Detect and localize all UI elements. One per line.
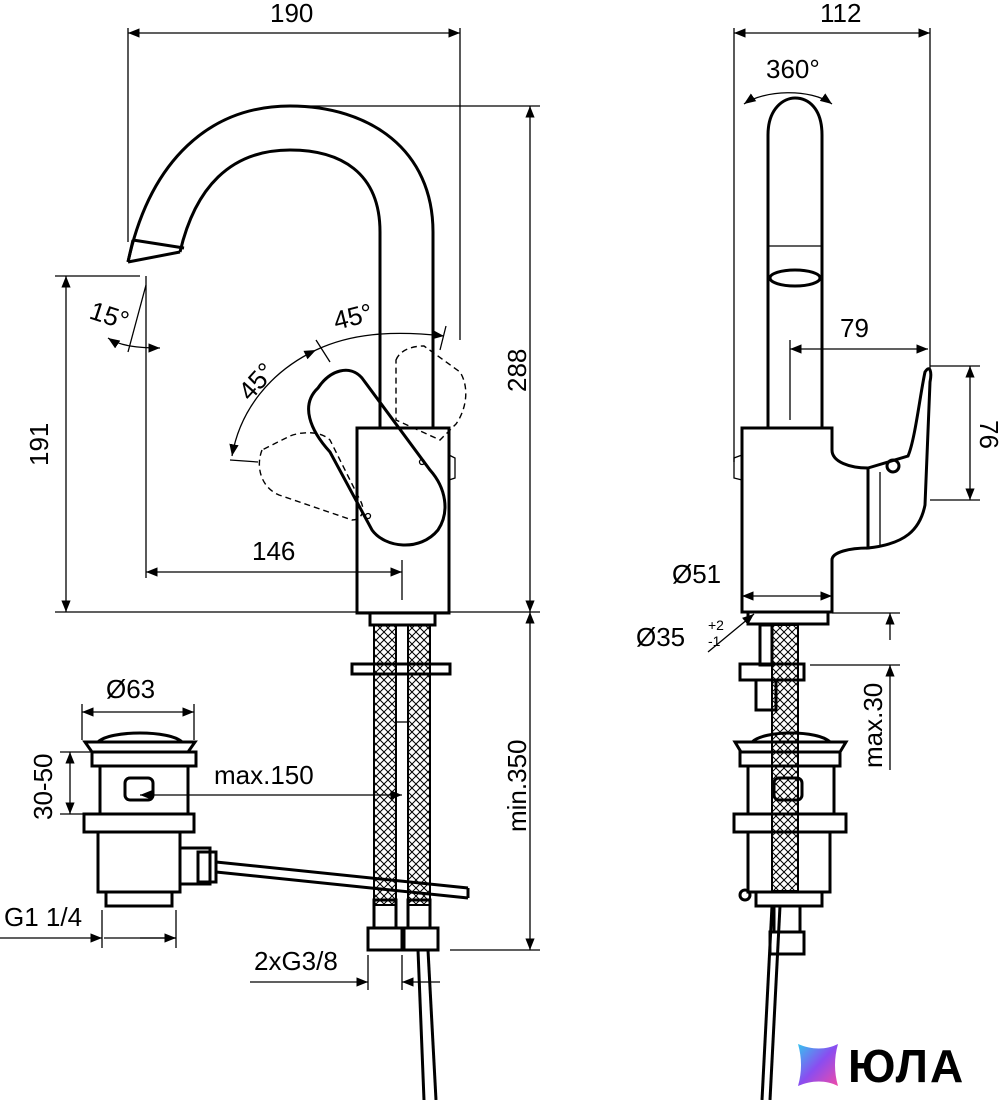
dim-height-overall: 288	[502, 349, 532, 392]
dim-rod-length: max.150	[214, 760, 314, 790]
dim-hose-thread: 2xG3/8	[254, 946, 338, 976]
dim-spout-reach: 146	[252, 536, 295, 566]
dim-hole-tol-upper: +2	[708, 617, 724, 633]
side-body	[740, 426, 870, 614]
dim-lever-height: 76	[974, 420, 1004, 449]
spout-outline	[126, 104, 435, 428]
hose-right	[407, 624, 431, 906]
dim-lever-angle-right: 45°	[330, 297, 375, 336]
lever-ghost-right	[395, 345, 467, 441]
faucet-body	[355, 426, 451, 615]
drain-assembly	[82, 731, 470, 908]
dim-drain-thread: G1 1/4	[4, 902, 82, 932]
dim-rotation: 360°	[766, 54, 820, 84]
dim-hole-diameter: Ø35	[636, 622, 685, 652]
dim-base-diameter: Ø51	[672, 559, 721, 589]
brand-logo: ЮЛА	[798, 1040, 965, 1092]
front-view: 190 288 191 146 15° 45° 45° min.350	[0, 0, 540, 1100]
lever	[307, 368, 447, 547]
dim-drain-height: 30-50	[28, 754, 58, 821]
dim-drain-diameter: Ø63	[106, 674, 155, 704]
dim-spout-tilt: 15°	[86, 295, 133, 336]
logo-text: ЮЛА	[848, 1040, 965, 1092]
side-view: 112 360° 79 76 Ø51 Ø35 +2 -1 max.30	[636, 0, 1004, 1100]
dim-lever-angle-left: 45°	[232, 357, 281, 406]
side-spout	[766, 96, 824, 428]
dim-hole-tol-lower: -1	[708, 633, 721, 649]
side-lever	[866, 367, 933, 550]
logo-icon	[798, 1044, 838, 1086]
dim-depth-overall: 112	[820, 0, 861, 28]
hose-left	[373, 624, 397, 906]
base-plate	[368, 611, 437, 627]
dim-lever-reach: 79	[840, 313, 869, 343]
lever-ghost-left	[258, 432, 364, 521]
dim-deck-thickness: max.30	[858, 683, 888, 768]
dim-hose-length: min.350	[502, 740, 532, 833]
dim-spout-height: 191	[24, 423, 54, 466]
dim-width-overall: 190	[270, 0, 313, 28]
spout-inner	[178, 148, 382, 428]
